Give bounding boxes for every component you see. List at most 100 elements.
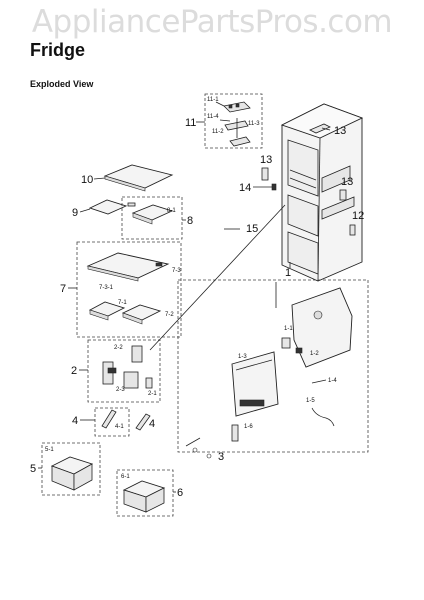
callout-1-6: 1-6 bbox=[244, 424, 253, 430]
callout-7-1: 7-1 bbox=[118, 300, 127, 306]
callout-1-4: 1-4 bbox=[328, 378, 337, 384]
part-12[interactable] bbox=[349, 224, 356, 236]
callout-11-2: 11-2 bbox=[212, 129, 224, 135]
callout-7-3: 7-3 bbox=[172, 268, 181, 274]
group-11: 11-1 11-4 11-3 11-2 11 bbox=[185, 93, 263, 149]
leader-10 bbox=[93, 177, 106, 180]
callout-2: 2 bbox=[71, 365, 77, 377]
part-1-4[interactable] bbox=[311, 379, 327, 384]
group-2: 2-2 2-3 2-1 2 bbox=[71, 339, 161, 403]
callout-7-3-1: 7-3-1 bbox=[99, 285, 114, 291]
part-4-right[interactable] bbox=[135, 413, 151, 431]
callout-2-2: 2-2 bbox=[114, 345, 123, 351]
part-3-screw[interactable] bbox=[192, 447, 198, 453]
part-3-screw-2[interactable] bbox=[206, 453, 212, 459]
group-7: 7-3 7-3-1 7-1 7-2 7 bbox=[60, 241, 182, 338]
part-7-1-edge bbox=[89, 309, 109, 321]
part-2-1[interactable] bbox=[145, 377, 153, 389]
cabinet-shelf-line bbox=[289, 169, 317, 181]
group-3: 3 bbox=[192, 447, 224, 463]
group-1-box bbox=[177, 279, 369, 453]
callout-13-top: 13 bbox=[334, 125, 346, 137]
callout-12: 12 bbox=[352, 210, 364, 222]
group-11-box bbox=[204, 93, 263, 149]
callout-8: 8 bbox=[187, 215, 193, 227]
group-6-box bbox=[116, 469, 174, 517]
callout-1-5: 1-5 bbox=[306, 398, 315, 404]
callout-3: 3 bbox=[218, 451, 224, 463]
callout-10: 10 bbox=[81, 174, 93, 186]
part-13-left[interactable] bbox=[261, 167, 269, 181]
callout-15: 15 bbox=[246, 223, 258, 235]
leader-2-to-cabinet bbox=[149, 204, 286, 351]
part-1-2[interactable] bbox=[295, 347, 303, 354]
group-8-box bbox=[121, 196, 183, 240]
part-13-top[interactable] bbox=[309, 123, 331, 134]
part-8-1[interactable] bbox=[127, 202, 136, 207]
part-1-3-connectors bbox=[239, 399, 265, 407]
part-6-side[interactable] bbox=[145, 487, 165, 513]
group-1: 1-1 1-2 1-3 1-4 1-5 1-6 1 bbox=[177, 262, 369, 453]
leader-9 bbox=[79, 208, 91, 213]
page-subtitle: Exploded View bbox=[30, 79, 94, 89]
group-7-box bbox=[76, 241, 182, 338]
part-1-leader-line bbox=[185, 437, 201, 447]
part-13-right[interactable] bbox=[339, 189, 347, 201]
cabinet-side-panel bbox=[321, 165, 351, 193]
part-14[interactable] bbox=[271, 183, 277, 191]
callout-7: 7 bbox=[60, 283, 66, 295]
callout-8-1: 8-1 bbox=[167, 208, 176, 214]
leader-11-1 bbox=[215, 101, 225, 107]
callout-11-3: 11-3 bbox=[248, 121, 260, 127]
cabinet-middle-opening bbox=[287, 194, 319, 237]
part-10[interactable] bbox=[103, 164, 174, 189]
part-1-5[interactable] bbox=[311, 407, 335, 427]
callout-11-4: 11-4 bbox=[207, 114, 219, 120]
part-1-3[interactable] bbox=[231, 351, 279, 417]
callout-1-3: 1-3 bbox=[238, 354, 247, 360]
callout-14: 14 bbox=[239, 182, 251, 194]
part-11-2[interactable] bbox=[229, 136, 251, 147]
cabinet-shelf-line-2 bbox=[289, 177, 317, 189]
callout-13-left: 13 bbox=[260, 154, 272, 166]
callout-6: 6 bbox=[177, 487, 183, 499]
callout-11: 11 bbox=[185, 117, 196, 129]
callout-5: 5 bbox=[30, 463, 36, 475]
callout-4-right: 4 bbox=[149, 418, 155, 430]
part-2-3[interactable] bbox=[107, 367, 117, 374]
leader-13-top bbox=[321, 127, 331, 131]
part-7-2-edge bbox=[122, 312, 143, 325]
callout-4-left: 4 bbox=[72, 415, 78, 427]
part-7-3-edge bbox=[87, 265, 139, 282]
group-10: 10 bbox=[81, 164, 174, 192]
callout-5-1: 5-1 bbox=[45, 447, 54, 453]
callout-13-right: 13 bbox=[341, 176, 353, 188]
part-2-2[interactable] bbox=[131, 345, 143, 363]
watermark: AppliancePartsPros.com bbox=[31, 4, 393, 40]
part-1-fan-motor bbox=[313, 310, 323, 320]
leader-11-4 bbox=[219, 119, 231, 122]
part-11-1-detail bbox=[228, 104, 233, 109]
group-4: 4-1 4 4 bbox=[72, 407, 155, 437]
part-5-side[interactable] bbox=[73, 463, 93, 491]
callout-4-1: 4-1 bbox=[115, 424, 124, 430]
group-5: 5-1 5 bbox=[30, 442, 101, 496]
part-2-1-housing[interactable] bbox=[123, 371, 139, 389]
part-4-left[interactable] bbox=[101, 409, 117, 429]
part-11-3[interactable] bbox=[224, 120, 249, 131]
part-1-6[interactable] bbox=[231, 424, 239, 442]
callout-7-2: 7-2 bbox=[165, 312, 174, 318]
callout-11-1: 11-1 bbox=[207, 97, 219, 103]
group-6: 6-1 6 bbox=[116, 469, 183, 517]
part-1-rear-panel[interactable] bbox=[291, 287, 353, 368]
part-9[interactable] bbox=[88, 199, 128, 215]
part-1-1[interactable] bbox=[281, 337, 291, 349]
part-1-3-line bbox=[235, 359, 273, 371]
callout-2-1: 2-1 bbox=[148, 391, 157, 397]
callout-6-1: 6-1 bbox=[121, 474, 130, 480]
cabinet-lower-opening bbox=[287, 231, 319, 275]
cabinet-upper-opening bbox=[287, 139, 319, 197]
callout-1-2: 1-2 bbox=[310, 351, 319, 357]
part-8-edge bbox=[132, 212, 153, 225]
callout-1: 1 bbox=[285, 267, 291, 279]
